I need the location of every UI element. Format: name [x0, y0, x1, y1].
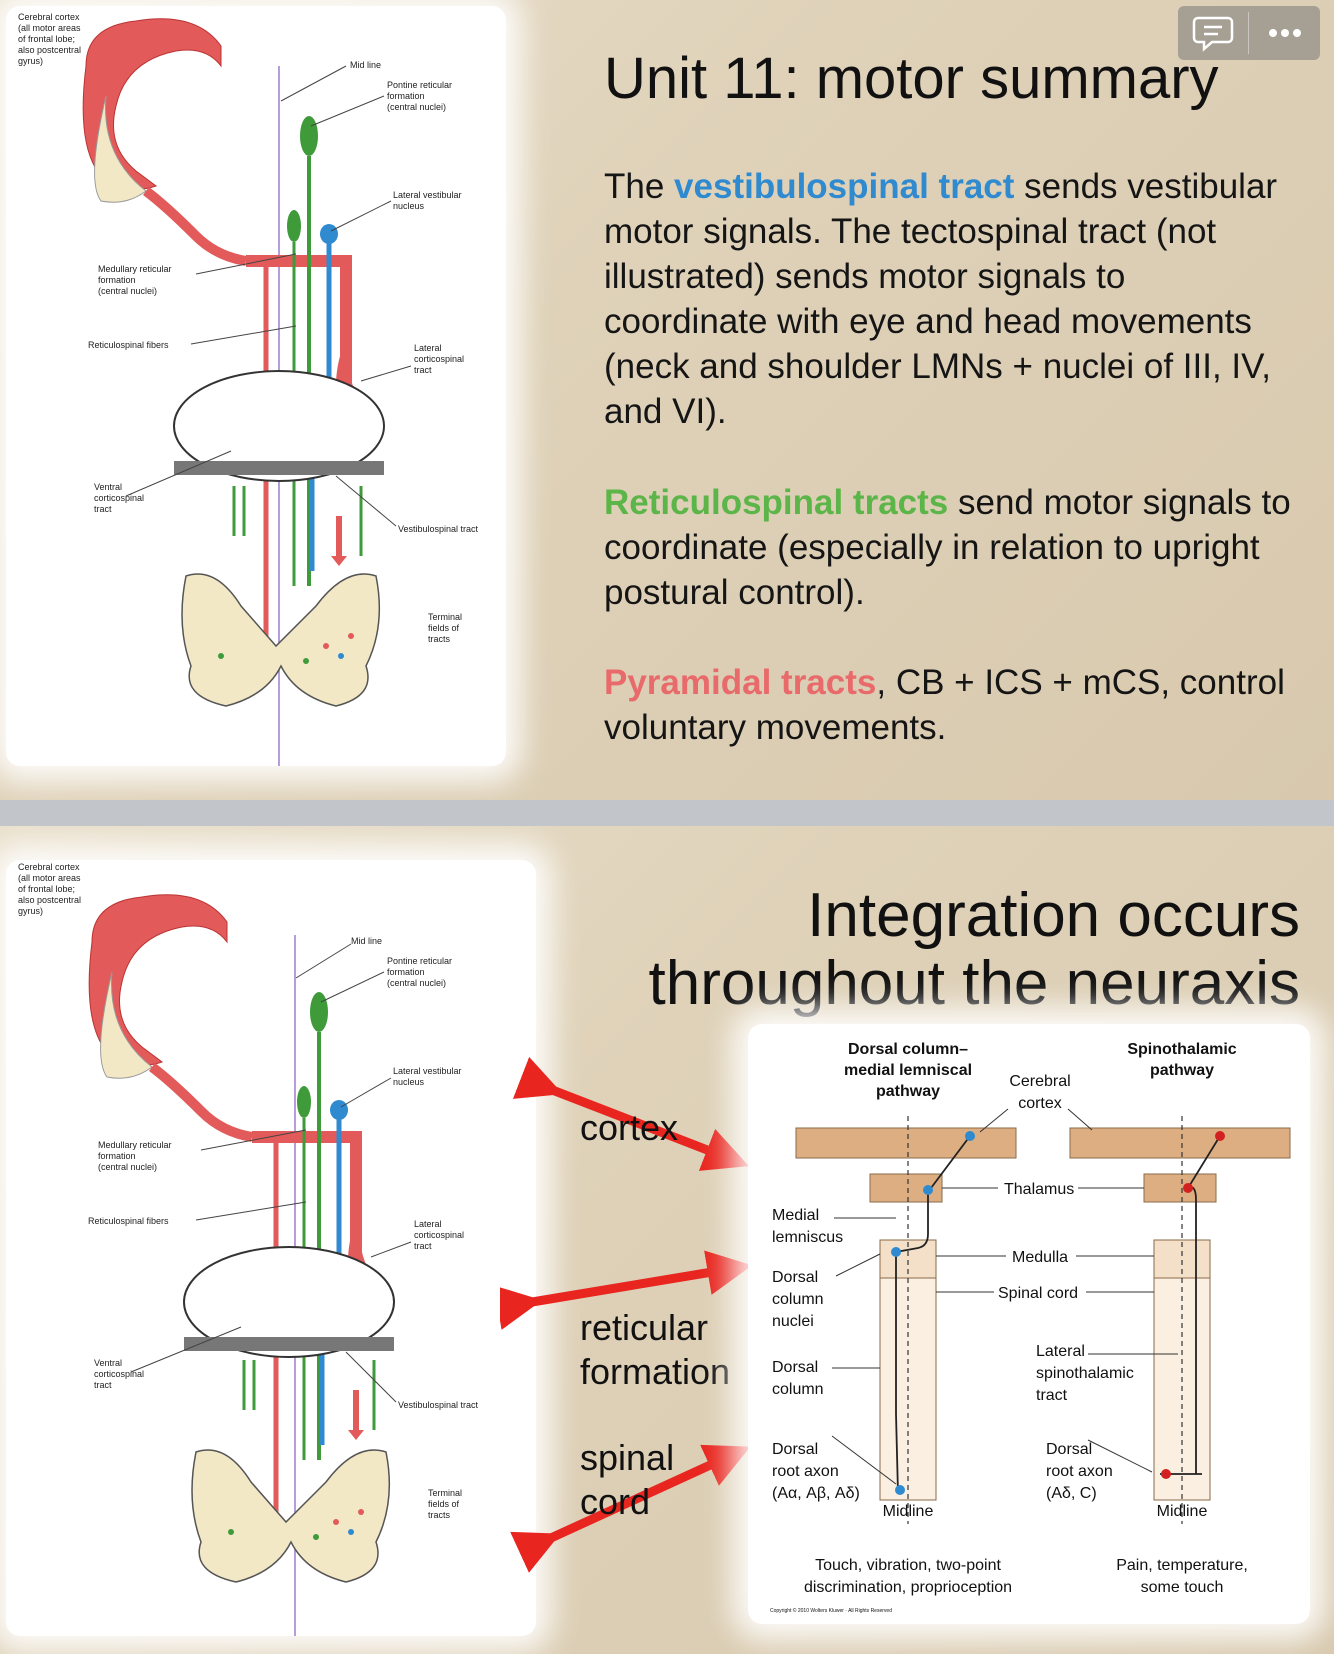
title-line-2: throughout the neuraxis [648, 949, 1300, 1018]
term-vestibulospinal: vestibulospinal tract [674, 167, 1015, 206]
slide-divider [0, 800, 1334, 826]
label-vestibulospinal-2: Vestibulospinal tract [398, 1400, 479, 1410]
more-button[interactable] [1250, 6, 1320, 60]
arrow-cortex [512, 1056, 749, 1171]
arrow-reticular [500, 1250, 753, 1330]
toolbar-divider [1248, 12, 1249, 54]
side-label-spinal-cord: spinal cord [580, 1436, 674, 1524]
slide-1-title: Unit 11: motor summary [604, 46, 1219, 111]
label-path-thalamus: Thalamus [1004, 1181, 1074, 1198]
label-mid-line-2: Mid line [351, 936, 382, 946]
side-label-spinal: spinal [580, 1437, 675, 1478]
integration-arrows [500, 1056, 753, 1573]
label-midline-left: Midline [883, 1503, 934, 1520]
paragraph-vestibulospinal: The vestibulospinal tract sends vestibul… [604, 164, 1294, 434]
paragraph-pyramidal: Pyramidal tracts, CB + ICS + mCS, contro… [604, 660, 1294, 750]
speech-bubble-icon [1192, 16, 1234, 52]
side-label-cortex: cortex [580, 1107, 679, 1148]
arrow-spinal [510, 1444, 751, 1573]
label-reticulospinal-fibers: Reticulospinal fibers [88, 340, 169, 350]
comment-button[interactable] [1178, 6, 1248, 60]
side-label-reticular-formation: reticular formation [580, 1306, 730, 1394]
term-reticulospinal: Reticulospinal tracts [604, 483, 949, 522]
copyright-note: Copyright © 2010 Wolters Kluwer · All Ri… [770, 1607, 892, 1614]
term-pyramidal: Pyramidal tracts [604, 663, 877, 702]
side-label-cord: cord [580, 1481, 651, 1522]
label-spinal-cord: Spinal cord [998, 1285, 1078, 1302]
label-midline-right: Midline [1157, 1503, 1208, 1520]
caption-right: Pain, temperature,some touch [1116, 1557, 1248, 1596]
side-label-reticular: reticular [580, 1307, 709, 1348]
para1-text: sends vestibular motor signals. The tect… [604, 167, 1278, 431]
side-label-formation: formation [580, 1351, 731, 1392]
label-mid-line: Mid line [350, 60, 381, 70]
label-vestibulospinal: Vestibulospinal tract [398, 524, 479, 534]
paragraph-reticulospinal: Reticulospinal tracts send motor signals… [604, 480, 1294, 615]
label-medulla: Medulla [1012, 1249, 1068, 1266]
label-reticulospinal-fibers-2: Reticulospinal fibers [88, 1216, 169, 1226]
para3-text: , CB + ICS + mCS, control voluntary move… [604, 663, 1285, 747]
slide-toolbar [1178, 6, 1320, 60]
title-line-1: Integration occurs [807, 881, 1300, 950]
slide-2-title: Integration occurs throughout the neurax… [560, 882, 1300, 1018]
ellipsis-icon [1269, 29, 1301, 37]
para2-text: send motor signals to coordinate (especi… [604, 483, 1291, 612]
para1-prefix: The [604, 167, 675, 206]
